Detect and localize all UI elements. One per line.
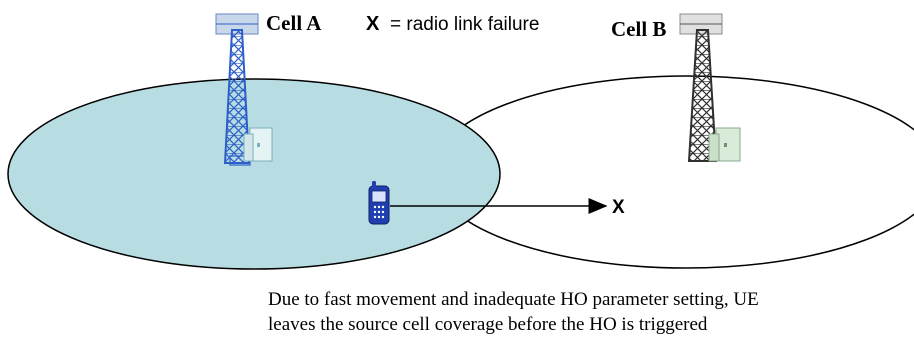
cell-b-label: Cell B: [611, 17, 666, 41]
legend-text: = radio link failure: [390, 14, 539, 35]
caption-line-2: leaves the source cell coverage before t…: [268, 314, 708, 335]
cell-a-coverage: [7, 78, 501, 270]
caption-line-1: Due to fast movement and inadequate HO p…: [268, 289, 759, 310]
radio-tower-icon: [215, 13, 273, 166]
cell-b-coverage: [431, 75, 914, 269]
caption: Due to fast movement and inadequate HO p…: [268, 287, 908, 337]
legend-symbol: X: [366, 13, 380, 35]
mobile-phone-icon: [368, 181, 390, 225]
cell-a-label: Cell A: [266, 11, 322, 35]
radio-tower-icon: [679, 13, 741, 162]
radio-link-failure-marker: X: [612, 197, 625, 218]
